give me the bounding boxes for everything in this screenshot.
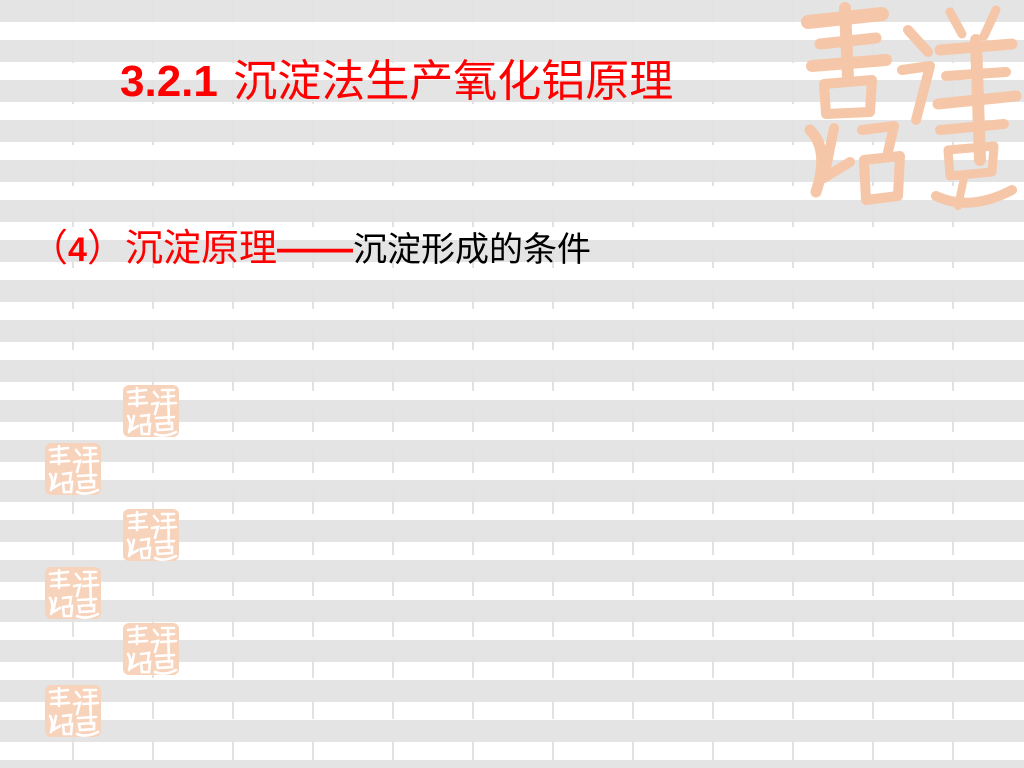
calligraphy-seal-icon <box>123 623 179 675</box>
subtitle-description: 沉淀形成的条件 <box>352 230 591 270</box>
calligraphy-seal-icon <box>45 567 101 619</box>
title-section-number: 3.2.1 <box>120 57 218 106</box>
subtitle-number: 4 <box>68 231 87 269</box>
grid-line <box>632 0 634 768</box>
subtitle-close-paren: ） <box>86 226 125 270</box>
subtitle-open-paren: （ <box>30 226 69 270</box>
calligraphy-seal-icon <box>801 2 1022 210</box>
title-text: 沉淀法生产氧化铝原理 <box>233 56 674 107</box>
slide-title: 3.2.1 沉淀法生产氧化铝原理 <box>120 56 674 107</box>
subtitle-heading: 沉淀原理 <box>124 226 277 270</box>
calligraphy-seal-icon <box>45 443 101 495</box>
subtitle-dash: —— <box>276 228 353 270</box>
grid-line <box>472 0 474 768</box>
grid-line <box>72 0 74 768</box>
grid-line <box>712 0 714 768</box>
calligraphy-seal-icon <box>45 685 101 737</box>
grid-line <box>552 0 554 768</box>
grid-line <box>152 0 154 768</box>
grid-line <box>792 0 794 768</box>
grid-line <box>392 0 394 768</box>
grid-line <box>872 0 874 768</box>
grid-line <box>312 0 314 768</box>
grid-line <box>232 0 234 768</box>
calligraphy-seal-icon <box>123 509 179 561</box>
subtitle-line: （4）沉淀原理——沉淀形成的条件 <box>30 226 591 271</box>
grid-line <box>952 0 954 768</box>
calligraphy-seal-icon <box>123 385 179 437</box>
